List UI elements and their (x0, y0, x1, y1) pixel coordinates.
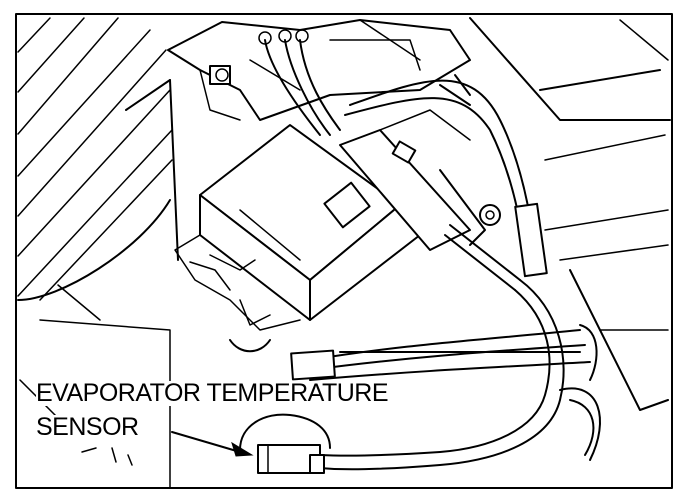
housing-hatching (17, 17, 173, 301)
stray-marks (81, 447, 133, 466)
housing-edge (17, 199, 171, 301)
wire-bundle-right (344, 74, 548, 278)
evaporator-module (174, 124, 421, 353)
callout-label-line1: EVAPORATOR TEMPERATURE (36, 379, 389, 407)
housing-bracket (125, 79, 171, 111)
lower-housing (39, 319, 171, 489)
callout-label-line2: SENSOR (36, 413, 139, 441)
wire-bundle-lower (290, 324, 601, 461)
figure-frame (15, 13, 673, 489)
sensor-lead (319, 224, 565, 471)
right-panel (469, 17, 671, 411)
mounting-bracket (339, 109, 501, 251)
callout-arrow (171, 431, 254, 457)
housing-divider (169, 79, 179, 261)
evaporator-temperature-sensor (239, 413, 331, 474)
top-connector (167, 19, 471, 121)
wire-harness-top (258, 29, 341, 136)
